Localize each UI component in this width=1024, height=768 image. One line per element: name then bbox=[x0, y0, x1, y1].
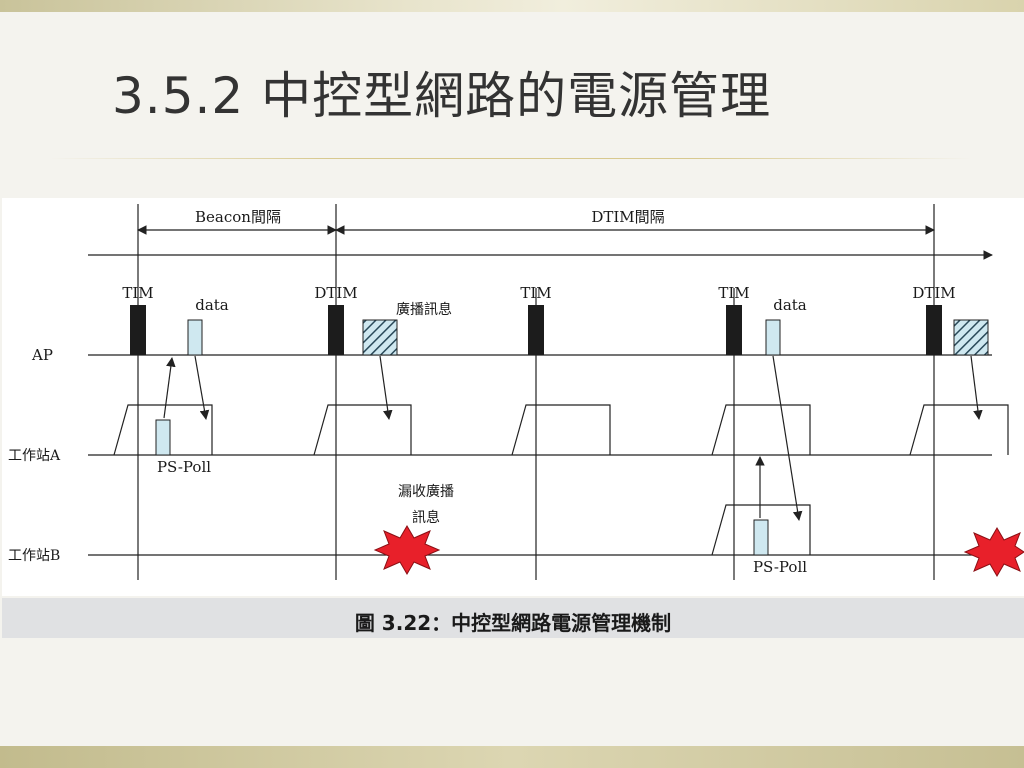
slide-title: 3.5.2 中控型網路的電源管理 bbox=[112, 67, 772, 125]
marker-label-3: TIM bbox=[520, 284, 551, 302]
station-b-awake-window bbox=[711, 504, 811, 556]
beacon-block-5 bbox=[926, 305, 942, 355]
vertical-markers bbox=[137, 204, 935, 580]
station-a-window-5 bbox=[909, 404, 1009, 456]
station-a-pspoll-label: PS-Poll bbox=[157, 458, 211, 476]
station-a-window-4 bbox=[711, 404, 811, 456]
message-arrows bbox=[163, 355, 983, 521]
ap-row-label: AP bbox=[31, 346, 53, 364]
broadcast-label: 廣播訊息 bbox=[396, 301, 452, 318]
missed-broadcast-line-2: 訊息 bbox=[412, 509, 440, 526]
data-arrow-a bbox=[194, 355, 210, 420]
broadcast-block-2 bbox=[953, 319, 989, 356]
beacon-block-3 bbox=[528, 305, 544, 355]
pspoll-arrow-a bbox=[163, 357, 176, 419]
dtim-interval-label: DTIM間隔 bbox=[591, 208, 664, 226]
beacon-blocks bbox=[130, 305, 942, 355]
station-b-pspoll-label: PS-Poll bbox=[753, 558, 807, 576]
marker-label-5: DTIM bbox=[912, 284, 955, 302]
station-a-row-label: 工作站A bbox=[8, 448, 61, 464]
power-management-diagram: Beacon間隔 DTIM間隔 AP 工作站A 工作站B TIM DTIM TI… bbox=[2, 198, 1024, 596]
data-label-2: data bbox=[773, 296, 807, 314]
marker-label-2: DTIM bbox=[314, 284, 357, 302]
station-a-window-2 bbox=[313, 404, 412, 456]
station-a-pspoll-block bbox=[155, 419, 171, 456]
marker-label-4: TIM bbox=[718, 284, 749, 302]
broadcast-arrow-a-2 bbox=[970, 355, 983, 420]
row-lines bbox=[88, 354, 992, 556]
top-decor-band bbox=[0, 0, 1024, 12]
bottom-decor-band bbox=[0, 746, 1024, 768]
marker-label-1: TIM bbox=[122, 284, 153, 302]
station-b-pspoll-block bbox=[753, 519, 769, 556]
station-a-awake-windows bbox=[113, 404, 1009, 456]
missed-broadcast-burst-2 bbox=[963, 527, 1024, 577]
ap-data-block-1 bbox=[187, 319, 203, 356]
broadcast-arrow-a bbox=[379, 355, 393, 420]
station-b-row-label: 工作站B bbox=[8, 548, 60, 564]
title-divider bbox=[50, 158, 972, 159]
beacon-block-1 bbox=[130, 305, 146, 355]
beacon-interval-label: Beacon間隔 bbox=[195, 208, 281, 226]
data-arrow-b bbox=[772, 355, 803, 521]
missed-broadcast-line-1: 漏收廣播 bbox=[398, 483, 454, 500]
ap-data-block-2 bbox=[765, 319, 781, 356]
figure-caption: 圖 3.22：中控型網路電源管理機制 bbox=[354, 611, 672, 635]
beacon-block-2 bbox=[328, 305, 344, 355]
missed-broadcast-burst-1 bbox=[373, 525, 441, 575]
broadcast-block-1 bbox=[362, 319, 398, 356]
station-a-window-3 bbox=[511, 404, 611, 456]
station-a-window-1 bbox=[113, 404, 213, 456]
beacon-block-4 bbox=[726, 305, 742, 355]
figure-caption-bar: 圖 3.22：中控型網路電源管理機制 bbox=[2, 598, 1024, 638]
diagram-canvas: Beacon間隔 DTIM間隔 AP 工作站A 工作站B TIM DTIM TI… bbox=[8, 204, 1024, 580]
data-label-1: data bbox=[195, 296, 229, 314]
